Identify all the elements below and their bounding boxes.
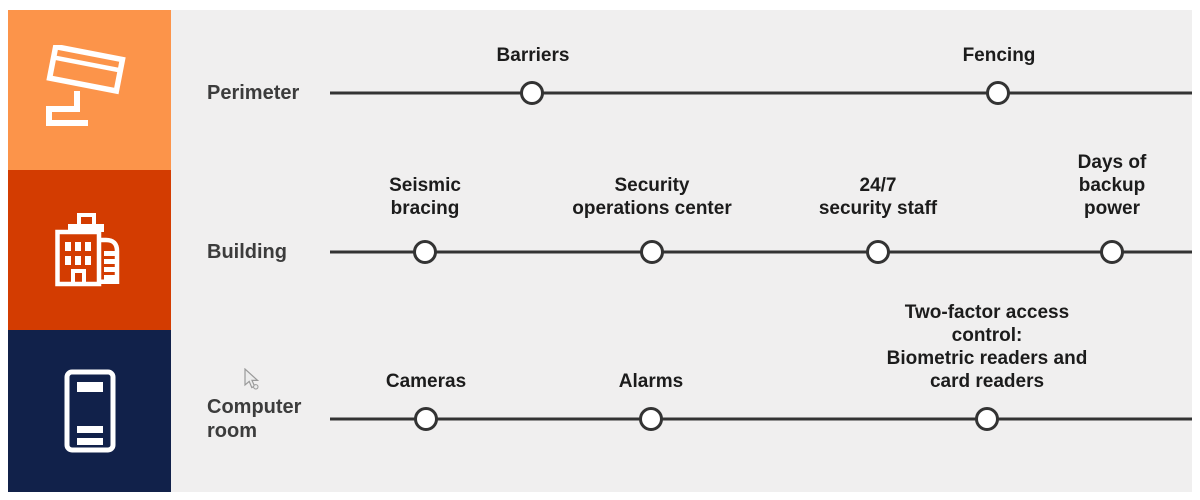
mouse-cursor-icon: [244, 368, 260, 390]
node-label-days-of-backup-power: Days of backup power: [1077, 152, 1147, 219]
node-label-cameras: Cameras: [385, 371, 467, 392]
timeline-computer-room: [330, 417, 1192, 421]
node-security-operations-center: [640, 240, 664, 264]
node-alarms: [639, 407, 663, 431]
node-label-two-factor-access-control: Two-factor access control: Biometric rea…: [886, 302, 1088, 392]
building-icon: [54, 213, 119, 287]
node-fencing: [986, 81, 1010, 105]
node-247-security-staff: [866, 240, 890, 264]
node-seismic-bracing: [413, 240, 437, 264]
computer-room-tile: [8, 330, 171, 492]
security-camera-icon: [46, 45, 126, 126]
row-label-perimeter: Perimeter: [207, 82, 300, 104]
node-label-fencing: Fencing: [962, 45, 1036, 66]
node-label-seismic-bracing: Seismic bracing: [389, 175, 461, 219]
node-label-247-security-staff: 24/7 security staff: [818, 175, 938, 219]
row-label-computer-room: Computer room: [207, 396, 302, 442]
timeline-building: [330, 250, 1192, 254]
node-days-of-backup-power: [1100, 240, 1124, 264]
node-two-factor-access-control: [975, 407, 999, 431]
node-cameras: [414, 407, 438, 431]
server-rack-icon: [64, 369, 115, 453]
building-tile: [8, 170, 171, 330]
perimeter-tile: [8, 10, 171, 170]
timeline-perimeter: [330, 91, 1192, 95]
row-label-building: Building: [207, 241, 287, 263]
node-label-barriers: Barriers: [496, 45, 570, 66]
node-label-alarms: Alarms: [618, 371, 684, 392]
node-barriers: [520, 81, 544, 105]
node-label-security-operations-center: Security operations center: [572, 175, 732, 219]
